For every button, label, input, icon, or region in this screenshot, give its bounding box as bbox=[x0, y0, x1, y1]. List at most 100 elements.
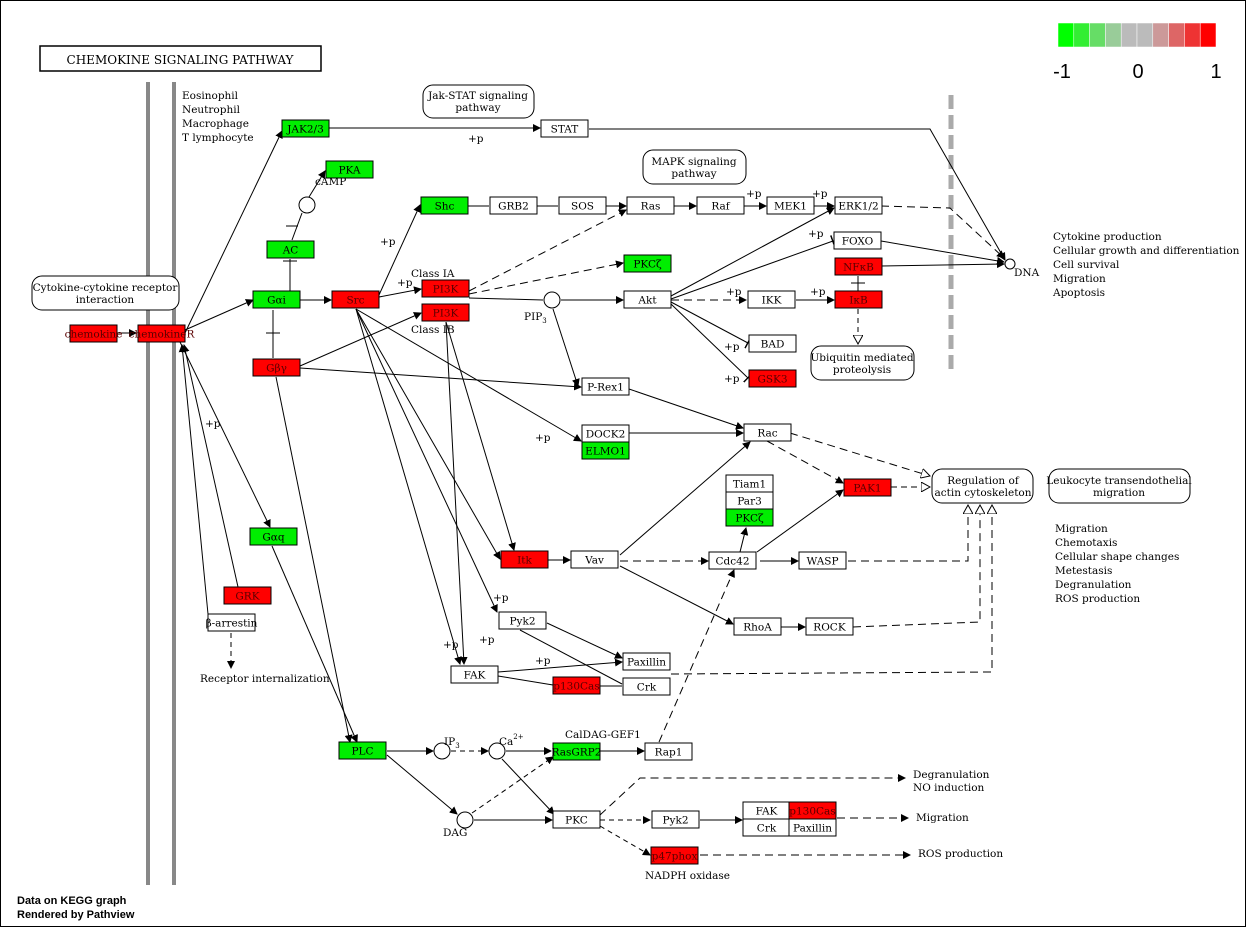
gene-node-stat[interactable]: STAT bbox=[540, 119, 589, 138]
gene-node-box[interactable] bbox=[748, 369, 797, 388]
gene-node-ikb[interactable]: IκB bbox=[834, 290, 883, 309]
gene-node-dock2[interactable]: DOCK2 bbox=[581, 424, 630, 443]
gene-node-box[interactable] bbox=[420, 196, 469, 215]
gene-node-box[interactable] bbox=[733, 617, 782, 636]
gene-node-box[interactable] bbox=[743, 423, 792, 442]
gene-node-pyk2a[interactable]: Pyk2 bbox=[498, 611, 547, 630]
gene-node-box[interactable] bbox=[581, 377, 630, 396]
gene-node-rasgrp2[interactable]: RasGRP2 bbox=[552, 742, 602, 761]
gene-node-itk[interactable]: Itk bbox=[500, 550, 549, 569]
gene-node-box[interactable] bbox=[421, 279, 470, 298]
gene-node-ac[interactable]: AC bbox=[266, 240, 315, 259]
gene-node-pkc[interactable]: PKC bbox=[552, 810, 601, 829]
gene-node-gby[interactable]: Gβγ bbox=[252, 358, 301, 377]
camp-compound[interactable] bbox=[298, 196, 316, 214]
gene-node-box[interactable] bbox=[622, 677, 671, 696]
actin-map[interactable] bbox=[931, 468, 1034, 504]
gene-node-box[interactable] bbox=[552, 810, 601, 829]
gene-node-paxillin1[interactable]: Paxillin bbox=[622, 652, 671, 671]
gene-node-rap1[interactable]: Rap1 bbox=[644, 742, 693, 761]
gene-node-box[interactable] bbox=[805, 617, 854, 636]
gene-node-box[interactable] bbox=[696, 196, 745, 215]
ip3-compound[interactable] bbox=[433, 742, 451, 760]
gene-node-p47[interactable]: p47phox bbox=[650, 846, 699, 865]
gene-node-box[interactable] bbox=[644, 742, 693, 761]
gene-node-box[interactable] bbox=[834, 290, 883, 309]
gene-node-box[interactable] bbox=[223, 586, 272, 605]
gene-node-box[interactable] bbox=[651, 810, 700, 829]
gene-node-box[interactable] bbox=[331, 290, 380, 309]
gene-node-box[interactable] bbox=[252, 358, 301, 377]
gene-node-elmo1[interactable]: ELMO1 bbox=[581, 441, 630, 460]
gene-node-gaq[interactable]: Gαq bbox=[249, 527, 298, 546]
gene-node-pkcz2[interactable]: PKCζ bbox=[725, 508, 774, 527]
gene-node-raf[interactable]: Raf bbox=[696, 196, 745, 215]
gene-node-rhoa[interactable]: RhoA bbox=[733, 617, 782, 636]
gene-node-barr[interactable]: β-arrestin bbox=[206, 613, 258, 632]
gene-node-box[interactable] bbox=[266, 240, 315, 259]
gene-node-fak1[interactable]: FAK bbox=[450, 665, 499, 684]
gene-node-box[interactable] bbox=[747, 290, 796, 309]
gene-node-rock[interactable]: ROCK bbox=[805, 617, 854, 636]
gene-node-box[interactable] bbox=[207, 613, 256, 632]
gene-node-box[interactable] bbox=[69, 324, 118, 343]
gene-node-mek1[interactable]: MEK1 bbox=[766, 196, 815, 215]
gene-node-gsk3[interactable]: GSK3 bbox=[748, 369, 797, 388]
gene-node-box[interactable] bbox=[281, 119, 330, 138]
dna-compound[interactable] bbox=[1004, 258, 1016, 270]
gene-node-pi3k1[interactable]: PI3K bbox=[421, 279, 470, 298]
gene-node-foxo[interactable]: FOXO bbox=[833, 231, 882, 250]
gene-node-box[interactable] bbox=[489, 196, 538, 215]
gene-node-box[interactable] bbox=[137, 324, 186, 343]
gene-node-box[interactable] bbox=[421, 303, 470, 322]
mapk-map[interactable] bbox=[642, 149, 747, 185]
gene-node-box[interactable] bbox=[552, 742, 601, 761]
gene-node-box[interactable] bbox=[623, 290, 672, 309]
gene-node-box[interactable] bbox=[626, 196, 675, 215]
gene-node-grk[interactable]: GRK bbox=[223, 586, 272, 605]
gene-node-akt[interactable]: Akt bbox=[623, 290, 672, 309]
gene-node-grb2[interactable]: GRB2 bbox=[489, 196, 538, 215]
gene-node-gai[interactable]: Gαi bbox=[252, 290, 301, 309]
gene-node-box[interactable] bbox=[833, 231, 882, 250]
gene-node-box[interactable] bbox=[450, 665, 499, 684]
gene-node-plc[interactable]: PLC bbox=[338, 741, 387, 760]
gene-node-box[interactable] bbox=[725, 508, 774, 527]
gene-node-box[interactable] bbox=[788, 818, 837, 837]
gene-node-cdc42[interactable]: Cdc42 bbox=[708, 551, 757, 570]
gene-node-box[interactable] bbox=[552, 676, 601, 695]
gene-node-box[interactable] bbox=[798, 551, 847, 570]
gene-node-sos[interactable]: SOS bbox=[558, 196, 607, 215]
gene-node-box[interactable] bbox=[834, 257, 883, 276]
gene-node-pak1[interactable]: PAK1 bbox=[843, 478, 892, 497]
gene-node-box[interactable] bbox=[843, 478, 892, 497]
pip3-compound[interactable] bbox=[543, 291, 561, 309]
gene-node-box[interactable] bbox=[570, 550, 619, 569]
gene-node-box[interactable] bbox=[252, 290, 301, 309]
gene-node-paxillin2[interactable]: Paxillin bbox=[788, 818, 837, 837]
gene-node-ras[interactable]: Ras bbox=[626, 196, 675, 215]
gene-node-par3[interactable]: Par3 bbox=[725, 491, 774, 510]
gene-node-fak2[interactable]: FAK bbox=[742, 801, 791, 820]
gene-node-box[interactable] bbox=[500, 550, 549, 569]
gene-node-box[interactable] bbox=[498, 611, 547, 630]
gene-node-box[interactable] bbox=[338, 741, 387, 760]
gene-node-box[interactable] bbox=[748, 334, 797, 353]
gene-node-box[interactable] bbox=[708, 551, 757, 570]
gene-node-shc[interactable]: Shc bbox=[420, 196, 469, 215]
leukocyte-map[interactable] bbox=[1048, 468, 1191, 504]
gene-node-erk[interactable]: ERK1/2 bbox=[834, 196, 883, 215]
gene-node-p130b[interactable]: p130Cas bbox=[788, 801, 837, 820]
gene-node-crk1[interactable]: Crk bbox=[622, 677, 671, 696]
gene-node-box[interactable] bbox=[834, 196, 883, 215]
ca-compound[interactable] bbox=[488, 742, 506, 760]
gene-node-box[interactable] bbox=[766, 196, 815, 215]
gene-node-wasp[interactable]: WASP bbox=[798, 551, 847, 570]
gene-node-box[interactable] bbox=[249, 527, 298, 546]
gene-node-box[interactable] bbox=[540, 119, 589, 138]
gene-node-pkcz1[interactable]: PKCζ bbox=[623, 254, 672, 273]
cytokine-receptor-map[interactable] bbox=[31, 275, 180, 311]
gene-node-crk2[interactable]: Crk bbox=[742, 818, 791, 837]
dag-compound[interactable] bbox=[456, 811, 474, 829]
gene-node-ikk[interactable]: IKK bbox=[747, 290, 796, 309]
